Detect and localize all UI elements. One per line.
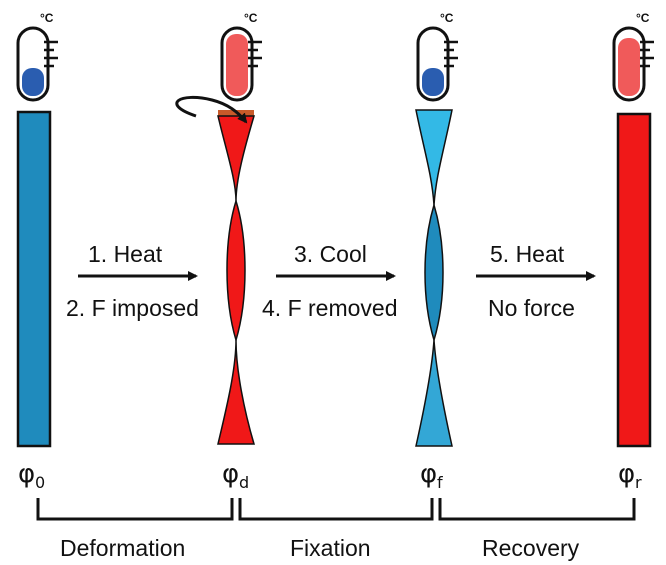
svg-text:φ: φ — [222, 459, 239, 489]
thermometer-icon-2: °C — [416, 11, 458, 102]
rotation-arrow — [175, 95, 248, 124]
thermometer-unit: °C — [40, 11, 54, 25]
bracket-fixation — [238, 498, 434, 521]
svg-text:0: 0 — [35, 473, 45, 492]
specimen-fixed — [415, 109, 453, 447]
step-3-bottom-label: No force — [488, 295, 575, 321]
specimen-recovered — [616, 112, 652, 448]
step-3-top-label: 5. Heat — [490, 241, 565, 267]
bracket-recovery — [438, 498, 636, 521]
step-2-top-label: 3. Cool — [294, 241, 367, 267]
bracket-deformation — [36, 498, 234, 521]
svg-text:r: r — [635, 473, 642, 492]
specimen-original — [16, 110, 52, 448]
thermometer-icon-1: °C — [220, 11, 262, 102]
phase-label-deformation: Deformation — [60, 535, 185, 561]
svg-text:f: f — [437, 473, 443, 492]
thermometer-unit: °C — [440, 11, 454, 25]
state-label-0: φ 0 — [18, 459, 45, 492]
thermometer-icon-0: °C — [16, 11, 58, 102]
state-label-r: φ r — [618, 459, 642, 492]
svg-text:d: d — [239, 473, 249, 492]
phase-label-recovery: Recovery — [482, 535, 580, 561]
step-1-top-label: 1. Heat — [88, 241, 163, 267]
thermometer-unit: °C — [244, 11, 258, 25]
svg-text:φ: φ — [618, 459, 635, 489]
step-2-bottom-label: 4. F removed — [262, 295, 398, 321]
state-label-d: φ d — [222, 459, 249, 492]
svg-text:φ: φ — [420, 459, 437, 489]
svg-text:φ: φ — [18, 459, 35, 489]
thermometer-icon-3: °C — [612, 11, 654, 102]
specimen-deformed — [217, 110, 256, 445]
phase-label-fixation: Fixation — [290, 535, 371, 561]
step-1-bottom-label: 2. F imposed — [66, 295, 199, 321]
thermometer-unit: °C — [636, 11, 650, 25]
state-label-f: φ f — [420, 459, 443, 492]
